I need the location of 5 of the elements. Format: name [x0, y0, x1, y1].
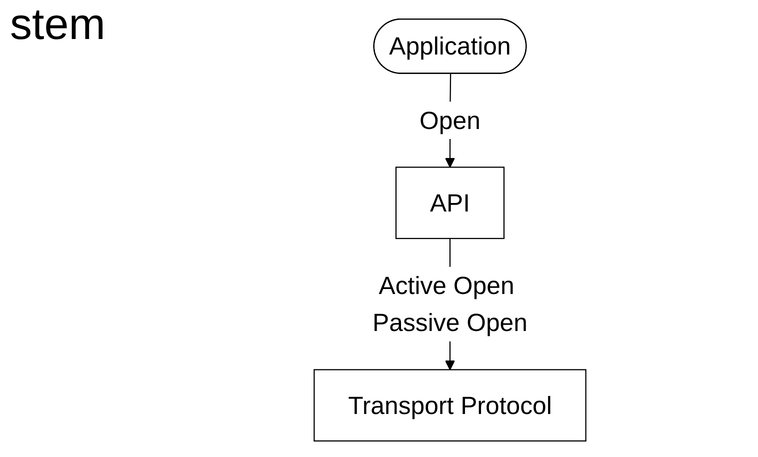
heading-fragment: stem — [10, 0, 106, 50]
edge-label: Open — [420, 106, 480, 134]
edge-label: Active Open Passive Open — [372, 271, 528, 337]
node-box: API — [395, 166, 505, 240]
node-box: Transport Protocol — [314, 369, 586, 442]
